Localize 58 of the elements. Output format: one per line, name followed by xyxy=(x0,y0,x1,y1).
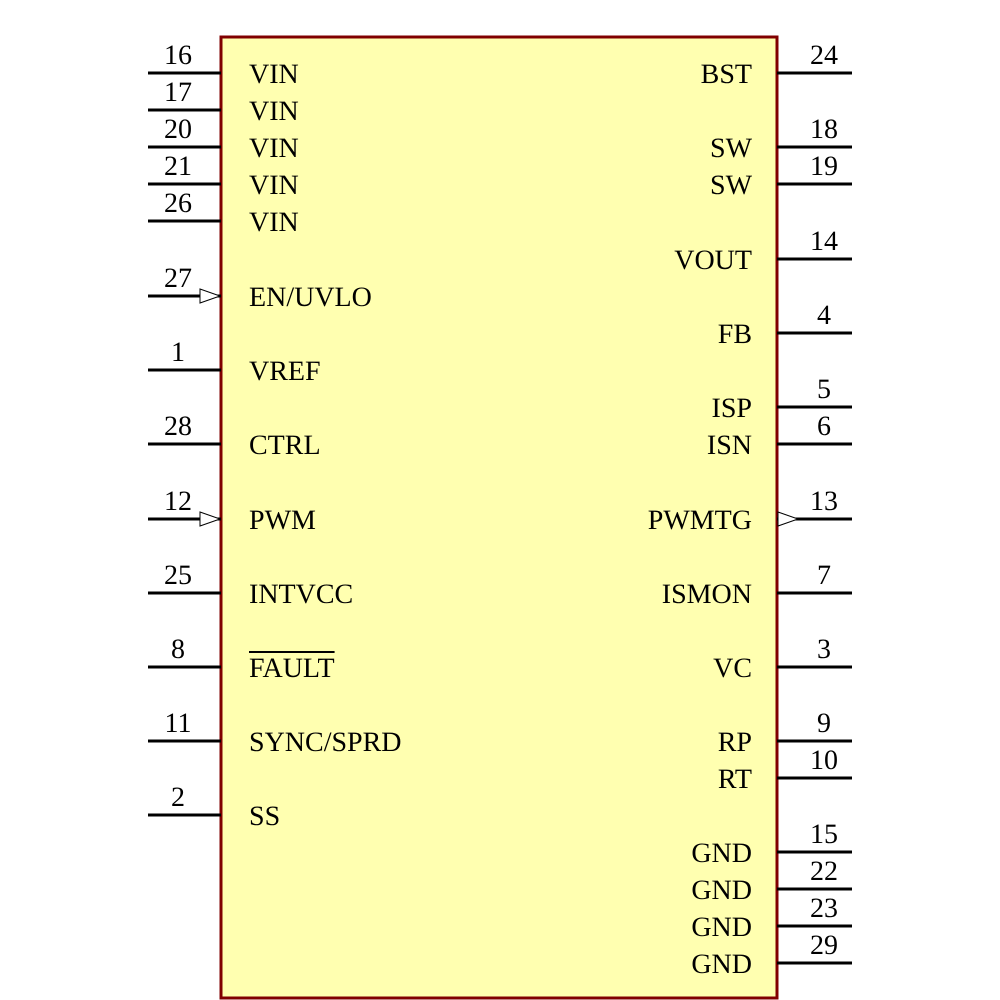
pin-name: VIN xyxy=(249,98,299,126)
pin-name: PWM xyxy=(249,507,316,535)
pin-name: ISMON xyxy=(662,581,752,609)
pin-number: 10 xyxy=(809,747,839,775)
pin-number: 18 xyxy=(809,116,839,144)
pin-number: 12 xyxy=(163,488,193,516)
pin-number: 26 xyxy=(163,190,193,218)
pin-name: FB xyxy=(718,321,752,349)
pin-number: 1 xyxy=(170,339,186,367)
pin-name: VIN xyxy=(249,172,299,200)
pin-number: 8 xyxy=(170,636,186,664)
pin-number: 3 xyxy=(816,636,832,664)
pin-name: VIN xyxy=(249,61,299,89)
pin-name: SW xyxy=(710,135,752,163)
pin-number: 23 xyxy=(809,895,839,923)
pin-name: GND xyxy=(691,951,752,979)
pin-number: 5 xyxy=(816,376,832,404)
pin-name: SS xyxy=(249,803,280,831)
pin-name: FAULT xyxy=(249,655,335,683)
pin-number: 7 xyxy=(816,562,832,590)
pin-name: EN/UVLO xyxy=(249,284,372,312)
pin-number: 9 xyxy=(816,710,832,738)
pin-name: GND xyxy=(691,877,752,905)
pin-name: SYNC/SPRD xyxy=(249,729,402,757)
pin-name: VIN xyxy=(249,209,299,237)
pin-name: VC xyxy=(713,655,752,683)
pin-name: VOUT xyxy=(674,247,752,275)
pin-name: ISN xyxy=(706,432,752,460)
pin-name: CTRL xyxy=(249,432,321,460)
pin-name: INTVCC xyxy=(249,581,354,609)
pin-name: VIN xyxy=(249,135,299,163)
pin-number: 13 xyxy=(809,488,839,516)
pin-name: PWMTG xyxy=(648,507,752,535)
pin-number: 11 xyxy=(164,710,192,738)
pin-number: 20 xyxy=(163,116,193,144)
pin-name: BST xyxy=(700,61,752,89)
pin-number: 25 xyxy=(163,562,193,590)
pin-name: RP xyxy=(718,729,752,757)
pin-name: GND xyxy=(691,914,752,942)
pin-name: VREF xyxy=(249,358,321,386)
pin-number: 24 xyxy=(809,42,839,70)
pin-number: 16 xyxy=(163,42,193,70)
pin-number: 22 xyxy=(809,858,839,886)
pin-number: 28 xyxy=(163,413,193,441)
pin-number: 17 xyxy=(163,79,193,107)
pin-number: 6 xyxy=(816,413,832,441)
pin-number: 2 xyxy=(170,784,186,812)
pin-name: SW xyxy=(710,172,752,200)
pin-number: 14 xyxy=(809,228,839,256)
pin-name: GND xyxy=(691,840,752,868)
pin-name: ISP xyxy=(712,395,752,423)
pin-number: 15 xyxy=(809,821,839,849)
pin-number: 29 xyxy=(809,932,839,960)
pin-number: 27 xyxy=(163,265,193,293)
pin-number: 21 xyxy=(163,153,193,181)
pin-number: 19 xyxy=(809,153,839,181)
pin-number: 4 xyxy=(816,302,832,330)
pin-name: RT xyxy=(718,766,752,794)
